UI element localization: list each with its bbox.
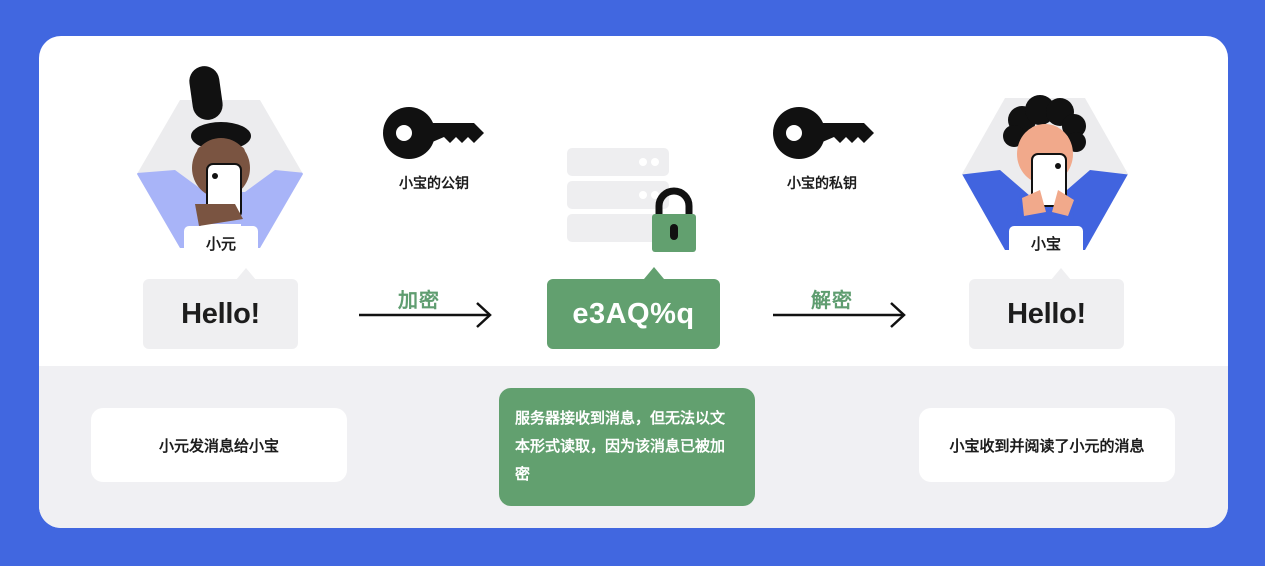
sender-bubble-tail — [236, 268, 256, 280]
encrypt-label: 加密 — [398, 288, 440, 312]
public-key-icon — [383, 107, 484, 159]
receiver-caption: 小宝收到并阅读了小元的消息 — [919, 408, 1175, 482]
public-key-label: 小宝的公钥 — [399, 176, 469, 192]
private-key-icon — [773, 107, 874, 159]
lock-icon — [652, 187, 696, 252]
server-caption: 服务器接收到消息，但无法以文本形式读取，因为该消息已被加密 — [499, 388, 755, 506]
receiver-message-bubble: Hello! — [969, 279, 1124, 349]
sender-name-tag: 小元 — [184, 226, 258, 260]
receiver-name-tag: 小宝 — [1009, 226, 1083, 260]
encrypt-arrow — [359, 302, 492, 328]
sender-message-bubble: Hello! — [143, 279, 298, 349]
ciphertext-bubble: e3AQ%q — [547, 279, 720, 349]
receiver-avatar — [962, 95, 1128, 250]
receiver-bubble-tail — [1051, 268, 1071, 280]
decrypt-arrow — [773, 302, 906, 328]
sender-caption: 小元发消息给小宝 — [91, 408, 347, 482]
private-key-label: 小宝的私钥 — [787, 176, 857, 192]
server-icon — [567, 148, 669, 242]
ciphertext-bubble-tail — [644, 267, 664, 279]
diagram-card: 小元 Hello! 小宝的公钥 加密 e3AQ%q 小宝的私钥 解密 — [39, 36, 1228, 528]
decrypt-label: 解密 — [811, 288, 853, 312]
sender-avatar — [137, 66, 303, 248]
